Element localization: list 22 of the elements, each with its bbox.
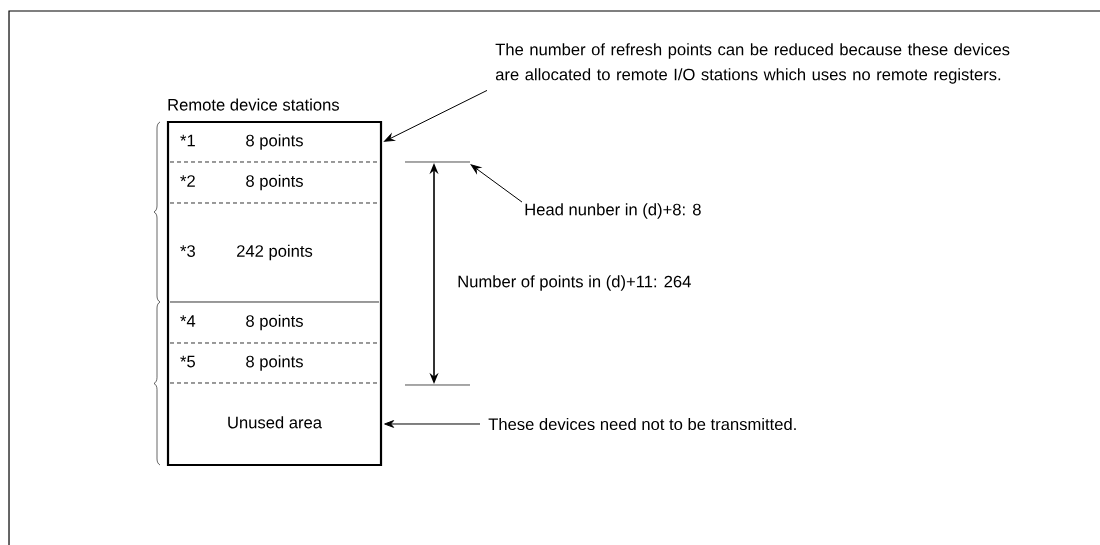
node-label: 8 points [246, 174, 303, 191]
memory-row: *4 8 points [180, 314, 303, 331]
node-label: 8 points [246, 355, 303, 371]
note-text: Head nunber in (d)+8: 8 [525, 203, 701, 219]
node-label: 8 points [246, 134, 303, 150]
node-label: Remote device stations [168, 98, 340, 111]
node-label: *4 [180, 315, 196, 327]
arrow [384, 89, 488, 142]
memory-row: *1 8 points [180, 134, 303, 150]
dimension-label: Number of points in (d)+11: 264 [458, 275, 691, 291]
arrow [470, 164, 523, 203]
node-label: *1 [180, 134, 195, 147]
memory-row: *3 242 points [180, 244, 313, 261]
node-label: *2 [180, 175, 195, 187]
memory-row: Unused area [228, 416, 322, 429]
node-label: 8 points [246, 314, 303, 331]
node-label: *5 [180, 355, 195, 368]
arrow [384, 420, 481, 428]
note-text: These devices need not to be transmitted. [488, 417, 796, 431]
memory-row: *5 8 points [180, 355, 303, 371]
note-text: The number of refresh points can be reduced because these devices are allocated to remote I/O stations which uses no remote registers. [495, 43, 1010, 84]
memory-row: *2 8 points [180, 174, 303, 191]
